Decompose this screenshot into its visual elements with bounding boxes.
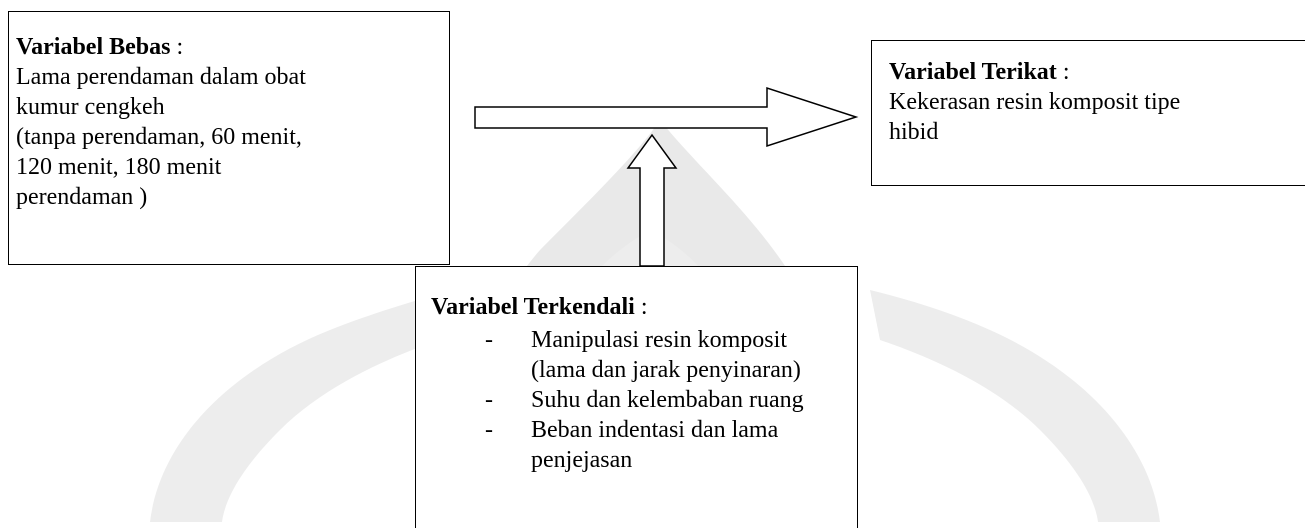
independent-variable-line: Lama perendaman dalam obat <box>16 64 306 90</box>
independent-variable-box: Variabel Bebas : Lama perendaman dalam o… <box>8 11 450 265</box>
controlled-variable-colon: : <box>634 294 648 320</box>
independent-variable-line: 120 menit, 180 menit <box>16 154 222 180</box>
controlled-variable-item-text: penjejasan <box>531 447 633 473</box>
controlled-variable-item-text: Suhu dan kelembaban ruang <box>531 387 804 413</box>
dependent-variable-line: Kekerasan resin komposit tipe <box>889 89 1181 115</box>
right-arrow-icon <box>474 86 859 148</box>
dependent-variable-heading: Variabel Terikat : <box>889 57 1303 87</box>
independent-variable-colon: : <box>170 34 184 60</box>
controlled-variable-box: Variabel Terkendali : - Manipulasi resin … <box>415 266 858 528</box>
controlled-variable-title: Variabel Terkendali <box>431 294 635 320</box>
list-dash: - <box>485 387 493 413</box>
controlled-variable-item-text: Manipulasi resin komposit <box>531 327 787 353</box>
controlled-variable-item: penjejasan <box>431 445 849 475</box>
independent-variable-title: Variabel Bebas <box>16 34 171 60</box>
dependent-variable-box: Variabel Terikat : Kekerasan resin kompo… <box>871 40 1305 186</box>
list-dash: - <box>485 327 493 353</box>
dependent-variable-line: hibid <box>889 119 939 145</box>
independent-variable-heading: Variabel Bebas : <box>16 32 441 62</box>
controlled-variable-item: - Beban indentasi dan lama <box>431 415 849 445</box>
controlled-variable-item-text: Beban indentasi dan lama <box>531 417 779 443</box>
controlled-variable-item: - Manipulasi resin komposit <box>431 325 849 355</box>
controlled-variable-item: (lama dan jarak penyinaran) <box>431 355 849 385</box>
list-dash: - <box>485 417 493 443</box>
independent-variable-line: perendaman ) <box>16 184 148 210</box>
dependent-variable-title: Variabel Terikat <box>889 59 1057 85</box>
controlled-variable-heading: Variabel Terkendali : <box>431 292 849 322</box>
independent-variable-line: kumur cengkeh <box>16 94 165 120</box>
controlled-variable-item-text: (lama dan jarak penyinaran) <box>531 357 801 383</box>
controlled-variable-list: - Manipulasi resin komposit (lama dan jar… <box>431 325 849 475</box>
controlled-variable-item: - Suhu dan kelembaban ruang <box>431 385 849 415</box>
independent-variable-line: (tanpa perendaman, 60 menit, <box>16 124 302 150</box>
dependent-variable-colon: : <box>1056 59 1070 85</box>
up-arrow-icon <box>626 133 678 267</box>
